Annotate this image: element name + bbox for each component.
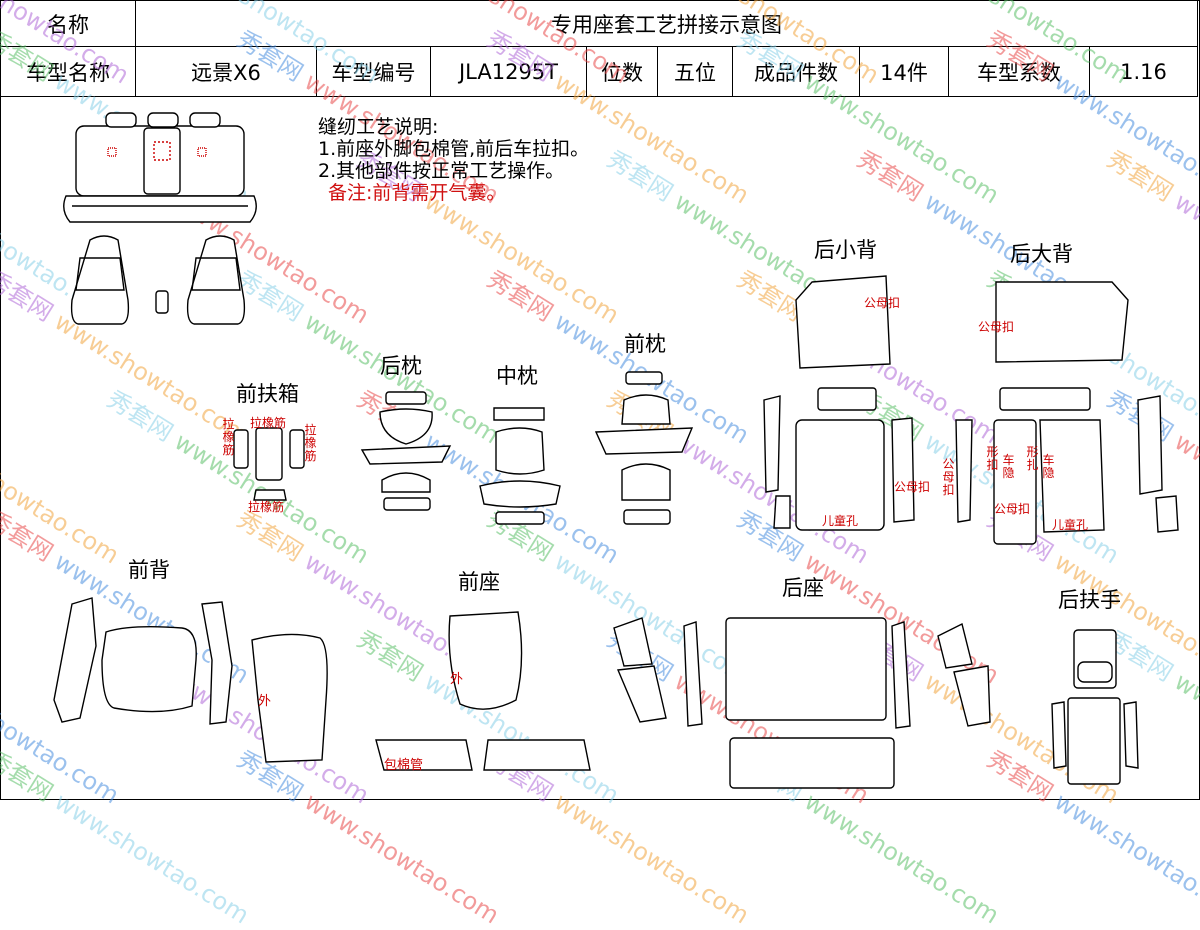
pieces-value: 14件 [859, 46, 949, 97]
notes-line-2: 2.其他部件按正常工艺操作。 [318, 160, 565, 182]
coef-label: 车型系数 [948, 46, 1090, 97]
tag-hidden-car-right: 车隐 [1042, 453, 1055, 480]
label-front-back: 前背 [128, 558, 170, 582]
seats-label: 位数 [586, 46, 658, 97]
rear-seat-pieces [613, 617, 991, 789]
rear-armrest-pieces [1051, 629, 1139, 785]
notes-remark: 备注:前背需开气囊。 [328, 182, 506, 204]
label-front-armrest-box: 前扶箱 [236, 382, 299, 406]
tag-child-hole-small-back: 儿童孔 [822, 514, 859, 528]
model-name-value: 远景X6 [135, 46, 317, 97]
pattern-pieces [53, 112, 1179, 789]
model-name-label: 车型名称 [0, 46, 136, 97]
header-table: 名称 专用座套工艺拼接示意图 车型名称 远景X6 车型编号 JLA1295T 位… [0, 0, 1198, 97]
page-title: 专用座套工艺拼接示意图 [135, 0, 1198, 47]
front-seats-overview [70, 235, 246, 325]
front-pillow-pieces [594, 371, 694, 525]
label-front-seat: 前座 [458, 570, 500, 594]
sewing-notes: 缝纫工艺说明: 1.前座外脚包棉管,前后车拉扣。 2.其他部件按正常工艺操作。 … [318, 116, 589, 204]
tag-snap-big-back-bottom: 公母扣 [994, 502, 1031, 516]
model-code-value: JLA1295T [430, 46, 587, 97]
tag-snap-big-back: 公母扣 [978, 320, 1015, 334]
label-rear-armrest: 后扶手 [1058, 588, 1121, 612]
rear-big-back-pieces [955, 281, 1179, 545]
seats-value: 五位 [657, 46, 733, 97]
tag-elastic-right: 拉橡筋 [304, 423, 317, 463]
tag-outer-front-seat: 外 [450, 672, 464, 687]
tag-cotton-pipe: 包棉管 [384, 758, 424, 773]
label-rear-small-back: 后小背 [814, 238, 877, 262]
notes-line-1: 1.前座外脚包棉管,前后车拉扣。 [318, 138, 590, 160]
tag-elastic-left: 拉橡筋 [222, 417, 235, 457]
tag-shape-snap: 形扣 [986, 445, 999, 472]
label-rear-seat: 后座 [782, 576, 824, 600]
rear-pillow-pieces [360, 391, 452, 511]
tag-snap-small-back: 公母扣 [864, 296, 901, 310]
model-code-label: 车型编号 [316, 46, 431, 97]
tag-elastic-bottom: 拉橡筋 [248, 500, 285, 514]
rear-bench-overview [63, 112, 257, 223]
tag-shape-tie: 形扎 [1026, 445, 1039, 472]
tag-snap-side: 公母扣 [894, 480, 931, 494]
label-rear-big-back: 后大背 [1010, 242, 1073, 266]
front-armrest-box-pieces [233, 427, 305, 501]
coef-value: 1.16 [1089, 46, 1198, 97]
tag-child-hole-big-back: 儿童孔 [1052, 518, 1089, 532]
tag-hidden-car-left: 车隐 [1002, 453, 1015, 480]
label-middle-pillow: 中枕 [496, 364, 538, 388]
label-rear-pillow: 后枕 [380, 354, 422, 378]
front-back-pieces [53, 597, 328, 763]
middle-pillow-pieces [479, 407, 561, 525]
front-seat-pieces [375, 611, 591, 771]
rear-small-back-pieces [763, 275, 915, 531]
notes-heading: 缝纫工艺说明: [318, 116, 439, 138]
pieces-label: 成品件数 [732, 46, 860, 97]
tag-elastic-top: 拉橡筋 [250, 416, 287, 430]
tag-outer-front-back: 外 [258, 694, 272, 709]
tag-snap-vertical: 公母扣 [942, 457, 955, 497]
label-front-pillow: 前枕 [624, 332, 666, 356]
